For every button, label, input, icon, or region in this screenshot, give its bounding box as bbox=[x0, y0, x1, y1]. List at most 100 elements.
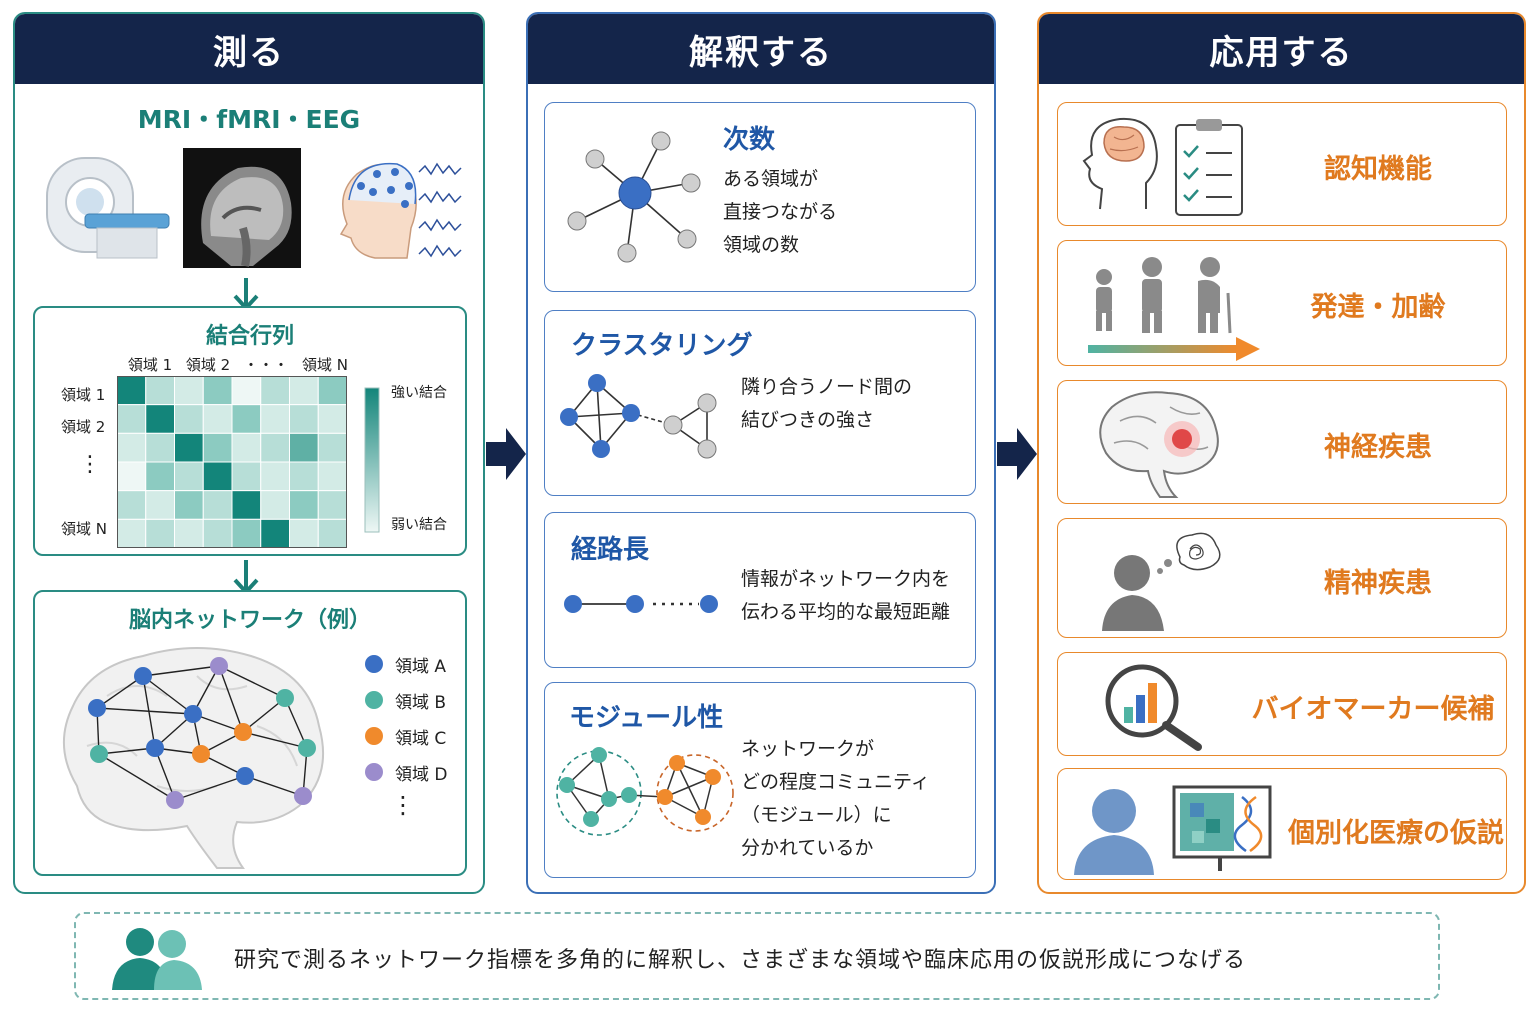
matrix-heatmap bbox=[117, 376, 347, 548]
application-label: バイオマーカー候補 bbox=[1251, 694, 1495, 725]
matrix-cell bbox=[317, 376, 347, 406]
metric-title: モジュール性 bbox=[569, 703, 724, 733]
matrix-cell bbox=[145, 461, 175, 492]
matrix-cell bbox=[231, 490, 262, 520]
matrix-row-label: 領域 1 bbox=[61, 386, 106, 404]
matrix-cell bbox=[260, 518, 290, 548]
modalities-label: MRI・fMRI・EEG bbox=[137, 105, 361, 134]
legend-dot-a bbox=[365, 655, 383, 673]
matrix-cell bbox=[317, 518, 347, 548]
legend-item: 領域 C bbox=[365, 718, 448, 754]
matrix-cell bbox=[289, 376, 319, 406]
connectivity-matrix-panel: 結合行列 領域 1 領域 2 ・・・ 領域 N 領域 1 領域 2 ⋮ 領域 N… bbox=[33, 306, 467, 556]
matrix-cell bbox=[317, 461, 347, 492]
network-title: 脳内ネットワーク（例） bbox=[128, 608, 371, 633]
matrix-cell bbox=[174, 490, 204, 520]
matrix-row-label: 領域 2 bbox=[61, 418, 106, 436]
metric-card-degree: 次数 ある領域が 直接つながる 領域の数 bbox=[544, 102, 976, 292]
matrix-cell bbox=[117, 490, 147, 520]
matrix-cell bbox=[174, 376, 204, 406]
matrix-cell bbox=[145, 376, 175, 406]
matrix-cell bbox=[174, 518, 204, 548]
metric-desc: ある領域が 直接つながる 領域の数 bbox=[723, 168, 838, 256]
modularity-graph-icon bbox=[556, 747, 734, 836]
path-length-graph-icon bbox=[564, 595, 718, 613]
matrix-colorbar bbox=[364, 387, 380, 533]
matrix-cell bbox=[289, 404, 319, 434]
application-label: 個別化医療の仮説 bbox=[1288, 818, 1504, 849]
matrix-row-label: 領域 N bbox=[61, 520, 107, 538]
application-label: 発達・加齢 bbox=[1310, 292, 1446, 323]
footer-summary-text: 研究で測るネットワーク指標を多角的に解釈し、さまざまな領域や臨床応用の仮説形成に… bbox=[234, 948, 1247, 973]
matrix-cell bbox=[289, 518, 319, 548]
application-card-psychiatric: 精神疾患 bbox=[1057, 518, 1507, 638]
matrix-cell bbox=[260, 376, 290, 406]
application-card-cognition: 認知機能 bbox=[1057, 102, 1507, 226]
apply-column: 応用する 認知機能 発達・加齢 bbox=[1037, 12, 1526, 894]
matrix-cell bbox=[145, 404, 175, 434]
legend-label: 領域 C bbox=[395, 728, 447, 749]
matrix-cell bbox=[145, 490, 175, 520]
lifespan-icon bbox=[1088, 257, 1260, 361]
legend-more: ⋮ bbox=[391, 791, 415, 819]
interpret-column: 解釈する 次数 ある領域が 直接つながる 領域の数 クラスタリング bbox=[526, 12, 996, 894]
matrix-cell bbox=[317, 432, 347, 463]
legend-label: 領域 D bbox=[395, 764, 448, 785]
metric-card-modularity: モジュール性 ネットワークが どの程度コミュニティ （モジュール）に bbox=[544, 682, 976, 878]
brain-lesion-icon bbox=[1099, 391, 1219, 498]
matrix-cell bbox=[202, 518, 233, 548]
measure-header: 測る bbox=[15, 14, 483, 84]
metric-desc: 隣り合うノード間の 結びつきの強さ bbox=[741, 376, 913, 431]
matrix-cell bbox=[231, 404, 262, 434]
degree-graph-icon bbox=[567, 131, 701, 263]
matrix-cell bbox=[317, 404, 347, 434]
colorbar-high-label: 強い結合 bbox=[391, 385, 447, 401]
matrix-cell bbox=[117, 518, 147, 548]
people-group-icon bbox=[112, 928, 202, 990]
application-label: 認知機能 bbox=[1324, 154, 1432, 185]
clustering-graph-icon bbox=[560, 374, 717, 459]
matrix-col-label: 領域 1 bbox=[127, 356, 173, 374]
matrix-cell bbox=[231, 461, 262, 492]
metric-desc: ネットワークが どの程度コミュニティ （モジュール）に 分かれているか bbox=[741, 738, 930, 859]
matrix-cell bbox=[202, 376, 233, 406]
right-arrow-icon bbox=[997, 428, 1037, 480]
matrix-cell bbox=[174, 461, 204, 492]
legend-item: 領域 D bbox=[365, 754, 448, 790]
mri-slice-image bbox=[183, 148, 301, 268]
matrix-border bbox=[117, 376, 347, 548]
matrix-col-label: ・・・ bbox=[243, 356, 289, 374]
metric-card-clustering: クラスタリング 隣り合うノード間の 結びつきの強さ bbox=[544, 310, 976, 496]
matrix-cell bbox=[117, 461, 147, 492]
matrix-cell bbox=[231, 376, 262, 406]
metric-desc: 情報がネットワーク内を 伝わる平均的な最短距離 bbox=[741, 568, 951, 623]
metric-title: 経路長 bbox=[571, 535, 650, 565]
summary-footer: 研究で測るネットワーク指標を多角的に解釈し、さまざまな領域や臨床応用の仮説形成に… bbox=[74, 912, 1440, 1000]
metric-title: 次数 bbox=[723, 125, 776, 155]
matrix-cell bbox=[202, 404, 233, 434]
network-legend: 領域 A 領域 B 領域 C 領域 D ⋮ bbox=[365, 646, 448, 820]
matrix-cell bbox=[260, 432, 290, 463]
metric-title: クラスタリング bbox=[571, 331, 753, 361]
matrix-cell bbox=[117, 404, 147, 434]
application-label: 精神疾患 bbox=[1324, 568, 1432, 599]
eeg-head-icon bbox=[339, 162, 462, 259]
matrix-cell bbox=[202, 461, 233, 492]
matrix-cell bbox=[260, 490, 290, 520]
legend-item: 領域 A bbox=[365, 646, 448, 682]
matrix-cell bbox=[202, 432, 233, 463]
legend-label: 領域 A bbox=[395, 656, 447, 677]
matrix-col-label: 領域 N bbox=[302, 356, 348, 374]
matrix-cell bbox=[317, 490, 347, 520]
application-label: 神経疾患 bbox=[1324, 432, 1432, 463]
matrix-title: 結合行列 bbox=[205, 324, 294, 349]
application-card-biomarker: バイオマーカー候補 bbox=[1057, 652, 1507, 756]
right-arrow-icon bbox=[486, 428, 526, 480]
matrix-cell bbox=[231, 518, 262, 548]
matrix-col-label: 領域 2 bbox=[185, 356, 231, 374]
matrix-cell bbox=[260, 461, 290, 492]
brain-network-panel: 脳内ネットワーク（例） bbox=[33, 590, 467, 876]
legend-dot-b bbox=[365, 691, 383, 709]
patient-dna-monitor-icon bbox=[1074, 785, 1272, 875]
matrix-cell bbox=[231, 432, 262, 463]
